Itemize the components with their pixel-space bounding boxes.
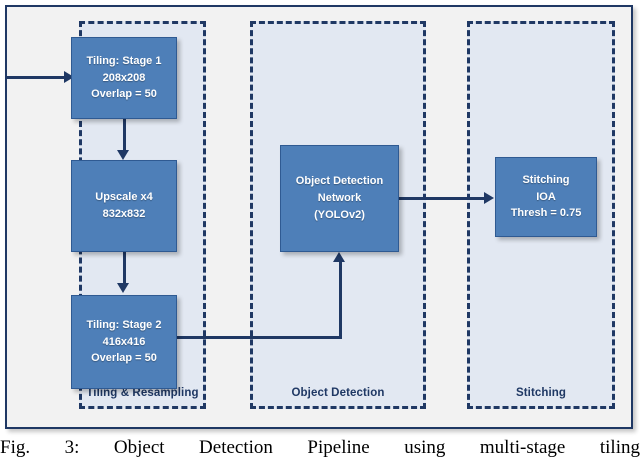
box-line-2: 208x208 bbox=[102, 71, 146, 84]
connector-detection-to-stitching bbox=[399, 197, 485, 200]
connector-tiling-stage-2-to-detection-vertical bbox=[339, 262, 342, 338]
panel-label-object-detection: Object Detection bbox=[291, 387, 385, 399]
figure-caption: Fig. 3: Object Detection Pipeline using … bbox=[0, 437, 640, 458]
arrow-head-tiling-stage-1-to-upscale bbox=[117, 150, 129, 160]
box-line-2: IOA bbox=[536, 190, 556, 203]
process-box-stitching[interactable]: Stitching IOA Thresh = 0.75 bbox=[495, 157, 597, 237]
connector-upscale-to-tiling-stage-2 bbox=[123, 252, 126, 285]
box-line-2: 832x832 bbox=[102, 208, 146, 220]
connector-tiling-stage-2-to-detection-horizontal bbox=[177, 336, 342, 339]
process-box-upscale[interactable]: Upscale x4 832x832 bbox=[71, 160, 177, 252]
box-line-3: Thresh = 0.75 bbox=[510, 207, 582, 220]
box-line-1: Tiling: Stage 2 bbox=[86, 318, 162, 331]
box-line-2: 416x416 bbox=[102, 335, 146, 348]
process-box-object-detection-network[interactable]: Object Detection Network (YOLOv2) bbox=[280, 145, 399, 252]
box-line-1: Object Detection bbox=[295, 175, 384, 188]
box-line-1: Stitching bbox=[522, 173, 570, 186]
process-box-tiling-stage-2[interactable]: Tiling: Stage 2 416x416 Overlap = 50 bbox=[71, 295, 177, 389]
panel-label-stitching: Stitching bbox=[515, 387, 567, 399]
arrow-head-tiling-stage-2-to-detection bbox=[333, 252, 345, 262]
box-line-1: Tiling: Stage 1 bbox=[86, 54, 162, 67]
figure-frame: Tiling & Resampling Object Detection Sti… bbox=[5, 5, 633, 429]
box-line-1: Upscale x4 bbox=[95, 191, 153, 204]
connector-tiling-stage-1-to-upscale bbox=[123, 119, 126, 152]
box-line-3: Overlap = 50 bbox=[91, 88, 157, 101]
box-line-2: Network bbox=[317, 192, 362, 205]
box-line-3: (YOLOv2) bbox=[314, 208, 365, 221]
arrow-head-input-to-tiling-stage-1 bbox=[64, 71, 74, 83]
arrow-head-detection-to-stitching bbox=[484, 192, 494, 204]
process-box-tiling-stage-1[interactable]: Tiling: Stage 1 208x208 Overlap = 50 bbox=[71, 37, 177, 119]
arrow-head-upscale-to-tiling-stage-2 bbox=[117, 283, 129, 293]
box-line-3: Overlap = 50 bbox=[91, 352, 157, 365]
connector-input-to-tiling-stage-1 bbox=[7, 76, 65, 79]
panel-label-tiling-resampling: Tiling & Resampling bbox=[86, 387, 199, 399]
